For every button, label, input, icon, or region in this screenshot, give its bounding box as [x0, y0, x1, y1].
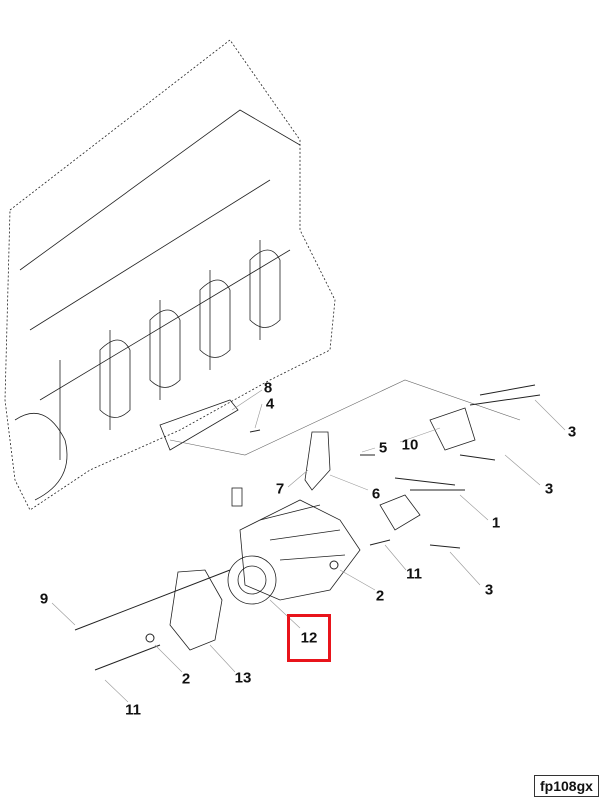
fuel-pump-part-12 — [227, 487, 361, 605]
callout-2[interactable]: 2 — [375, 587, 385, 605]
callout-9[interactable]: 9 — [39, 590, 49, 608]
bracket-part-10 — [429, 407, 476, 451]
lever-part-7 — [304, 431, 331, 491]
callout-10[interactable]: 10 — [401, 436, 419, 454]
callout-3[interactable]: 3 — [544, 480, 554, 498]
callout-3[interactable]: 3 — [484, 581, 494, 599]
figure-reference: fp108gx — [534, 775, 599, 797]
callout-4[interactable]: 4 — [265, 395, 275, 413]
callout-3[interactable]: 3 — [567, 423, 577, 441]
callout-1[interactable]: 1 — [491, 514, 501, 532]
callout-5[interactable]: 5 — [378, 439, 388, 457]
callout-12[interactable]: 12 — [300, 629, 318, 647]
bracket-part-8 — [159, 399, 239, 451]
leader-lines — [51, 389, 566, 703]
highlight-box — [287, 614, 331, 662]
callout-6[interactable]: 6 — [371, 485, 381, 503]
callout-11[interactable]: 11 — [406, 565, 422, 583]
callout-8[interactable]: 8 — [263, 379, 273, 397]
engine-block — [4, 39, 336, 511]
callout-13[interactable]: 13 — [234, 669, 252, 687]
callout-7[interactable]: 7 — [275, 480, 285, 498]
callout-11[interactable]: 11 — [125, 701, 141, 719]
bracket-part-1 — [379, 494, 421, 531]
gasket-part-13 — [169, 569, 223, 651]
bolts — [74, 384, 541, 671]
callout-2[interactable]: 2 — [181, 670, 191, 688]
